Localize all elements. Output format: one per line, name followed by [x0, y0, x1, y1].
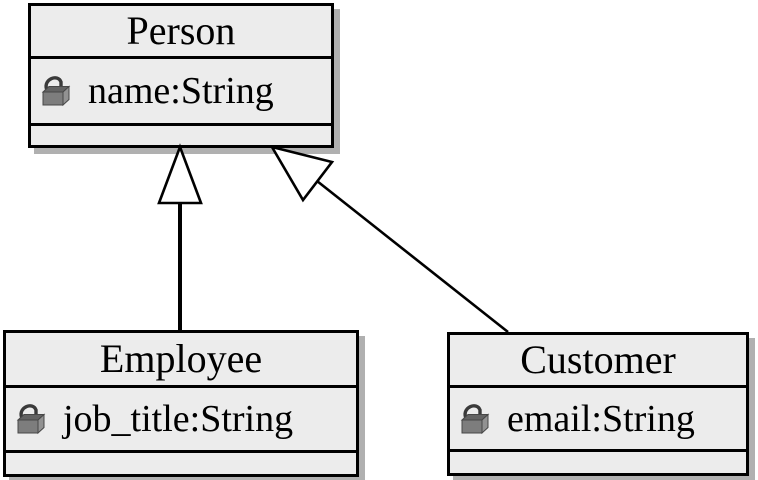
operations-compartment-empty [450, 452, 746, 473]
generalization-employee-to-person [157, 143, 203, 331]
operations-compartment-empty [6, 453, 356, 474]
attribute-row: email:String [460, 400, 695, 438]
attribute-text: job_title:String [63, 398, 294, 440]
class-box-customer: Customer email:String [447, 332, 749, 476]
attributes-compartment: email:String [450, 388, 746, 452]
attributes-compartment: name:String [31, 59, 331, 126]
attribute-row: name:String [41, 72, 274, 110]
attribute-row: job_title:String [16, 400, 293, 438]
class-name-customer: Customer [450, 335, 746, 388]
hollow-triangle-arrowhead [157, 143, 203, 205]
attributes-compartment: job_title:String [6, 388, 356, 453]
class-box-employee: Employee job_title:String [3, 330, 359, 477]
open-padlock-icon [41, 76, 71, 107]
open-padlock-icon [460, 403, 490, 434]
open-padlock-icon [16, 404, 46, 435]
hollow-triangle-arrowhead [269, 144, 335, 203]
operations-compartment-empty [31, 126, 331, 145]
attribute-text: email:String [507, 397, 695, 440]
class-name-person: Person [31, 6, 331, 59]
generalization-customer-to-person [269, 144, 509, 334]
class-box-person: Person name:String [28, 3, 334, 148]
class-name-employee: Employee [6, 333, 356, 388]
attribute-text: name:String [88, 70, 274, 112]
